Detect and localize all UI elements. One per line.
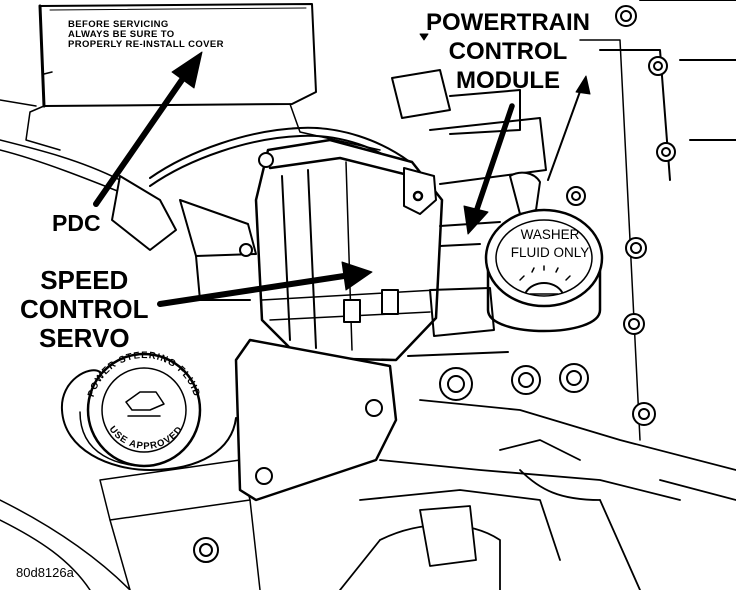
speed-control-servo-shape <box>254 138 444 362</box>
label-line: POWERTRAIN <box>426 9 590 36</box>
lower-engine-lines <box>339 399 736 590</box>
servo-bracket <box>234 338 398 502</box>
label-line: CONTROL <box>20 294 149 324</box>
label-line: CONTROL <box>448 38 568 65</box>
cover-warning-line: ALWAYS BE SURE TO <box>68 29 175 40</box>
washer-cap-line: WASHER <box>520 227 580 242</box>
label-line: SERVO <box>38 323 130 353</box>
power-steering-cap <box>60 352 237 471</box>
fender-lines <box>0 99 261 590</box>
label-line: MODULE <box>456 67 560 94</box>
cover-warning-text: BEFORE SERVICING ALWAYS BE SURE TO PROPE… <box>68 20 224 50</box>
powertrain-control-module-label: POWERTRAIN CONTROL MODULE <box>426 8 590 95</box>
figure-id: 80d8126a <box>16 565 74 580</box>
cover-warning-line: PROPERLY RE-INSTALL COVER <box>68 39 224 50</box>
washer-cap-line: FLUID ONLY <box>510 245 590 260</box>
cover-warning-line: BEFORE SERVICING <box>68 19 169 30</box>
label-line: SPEED <box>40 265 129 295</box>
speed-control-servo-label: SPEED CONTROL SERVO <box>20 266 149 353</box>
pcm-area <box>391 0 736 441</box>
bolts <box>193 5 676 563</box>
washer-cap <box>484 208 604 333</box>
washer-cap-text: WASHER FLUID ONLY <box>498 226 602 262</box>
pdc-cover <box>25 3 381 151</box>
pdc-label: PDC <box>52 210 101 236</box>
callout-arrows <box>93 33 591 307</box>
